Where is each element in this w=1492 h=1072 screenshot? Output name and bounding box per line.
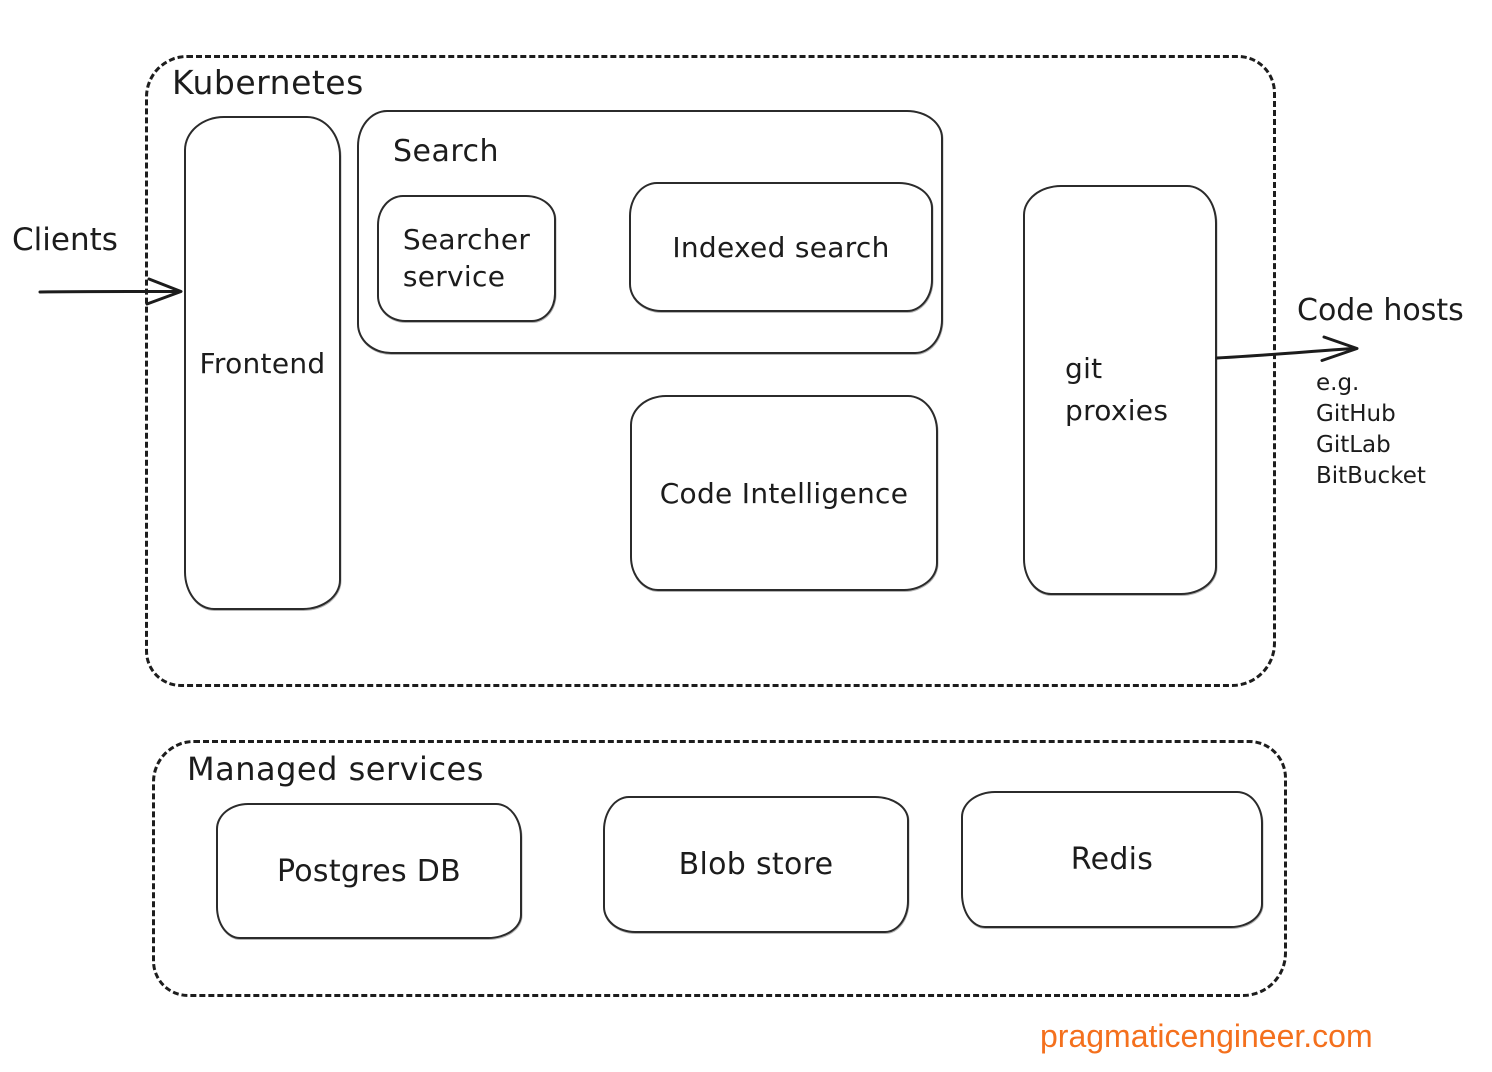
searcher-service-label: Searcher service [402, 223, 531, 293]
kubernetes-label: Kubernetes [172, 63, 364, 102]
redis-node: Redis [961, 791, 1263, 928]
code-intelligence-label: Code Intelligence [659, 476, 909, 510]
blob-store-node: Blob store [603, 796, 909, 933]
code-host-example-item: e.g. [1316, 370, 1360, 396]
kubernetes-group: Kubernetes Frontend Search Searcher serv… [145, 55, 1276, 687]
code-hosts-label: Code hosts [1297, 293, 1464, 328]
code-hosts-arrow [1215, 335, 1359, 362]
code-host-example-item: GitLab [1316, 432, 1391, 458]
clients-label: Clients [12, 222, 118, 258]
code-host-example-item: GitHub [1316, 401, 1396, 427]
code-intelligence-node: Code Intelligence [630, 395, 938, 591]
code-hosts-examples: e.g. GitHub GitLab BitBucket [1316, 368, 1426, 492]
managed-services-label: Managed services [187, 750, 484, 788]
git-proxies-label: git proxies [1065, 352, 1169, 427]
indexed-search-node: Indexed search [629, 182, 933, 312]
search-group: Search Searcher service Indexed search [357, 110, 943, 354]
managed-services-group: Managed services Postgres DB Blob store … [152, 740, 1287, 997]
redis-label: Redis [1070, 842, 1154, 877]
postgres-db-label: Postgres DB [276, 853, 462, 889]
code-host-example-item: BitBucket [1316, 463, 1426, 489]
frontend-node: Frontend [184, 116, 341, 610]
indexed-search-label: Indexed search [672, 230, 890, 264]
searcher-service-node: Searcher service [377, 195, 556, 322]
blob-store-label: Blob store [678, 847, 834, 882]
site-watermark: pragmaticengineer.com [1040, 1018, 1373, 1054]
clients-arrow [38, 277, 183, 306]
search-label: Search [393, 134, 500, 169]
git-proxies-node: git proxies [1023, 185, 1217, 595]
postgres-db-node: Postgres DB [216, 803, 522, 939]
frontend-label: Frontend [199, 346, 326, 380]
